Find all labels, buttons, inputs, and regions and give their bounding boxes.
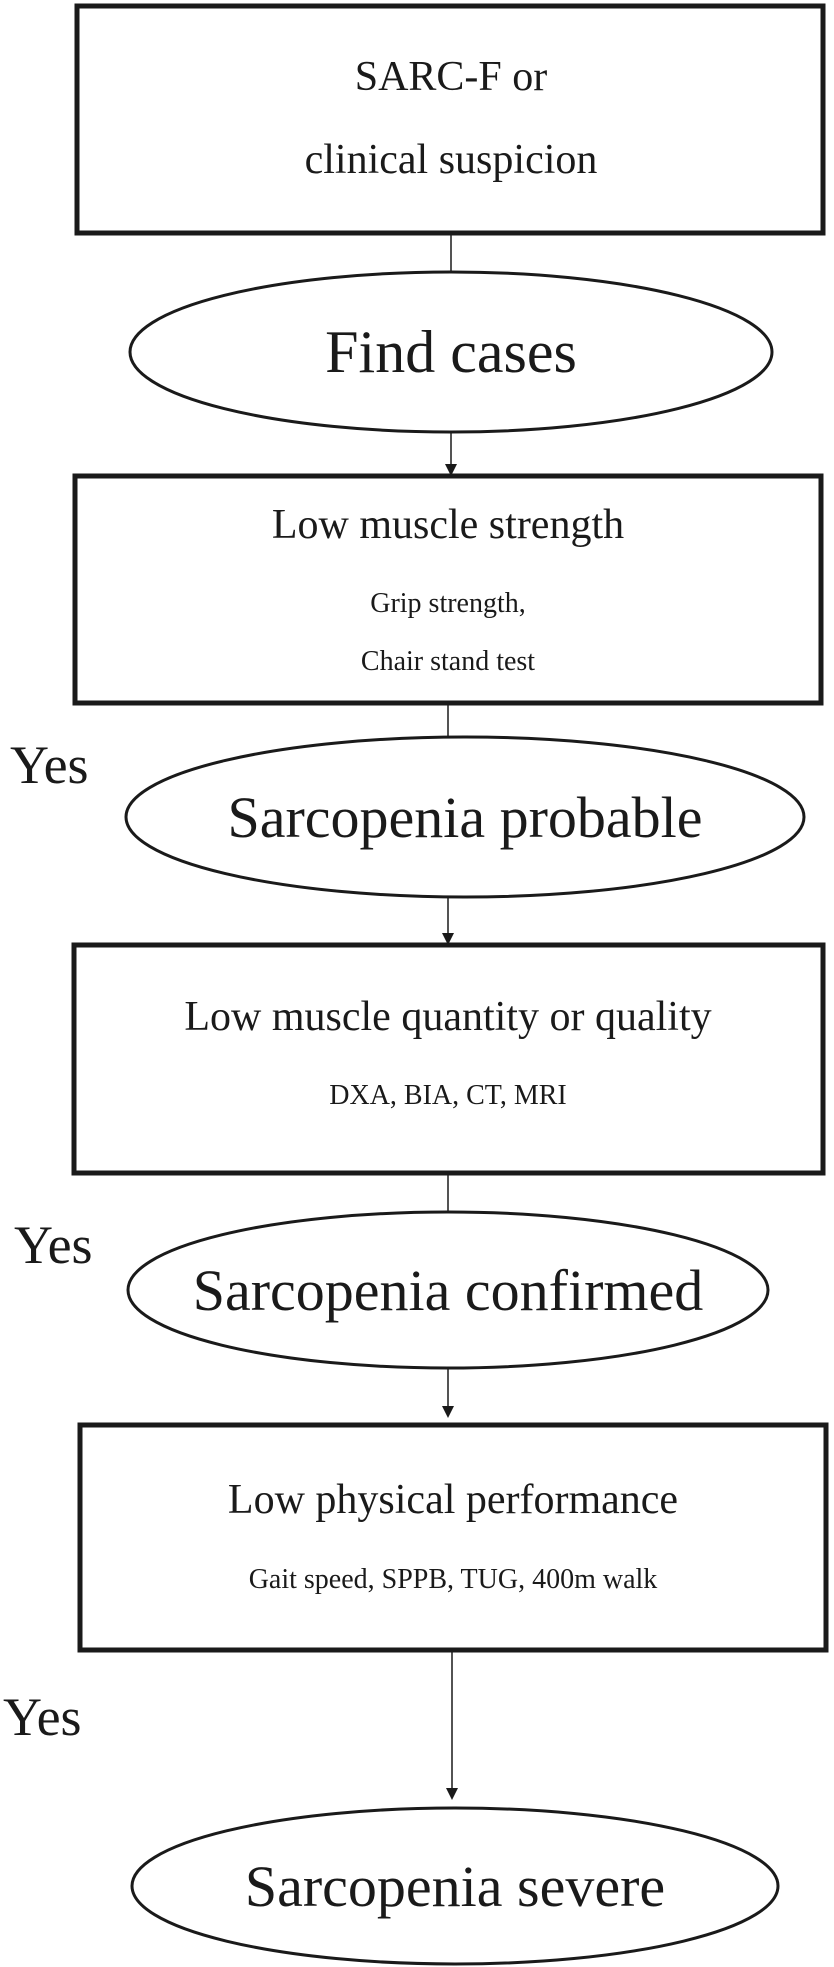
yes-label-probable: Yes [10, 735, 89, 795]
box-physical-performance: Low physical performance Gait speed, SPP… [77, 1422, 829, 1653]
box-start: SARC-F or clinical suspicion [74, 3, 826, 236]
yes-label-confirmed: Yes [14, 1215, 93, 1275]
box-muscle-quantity-detail: DXA, BIA, CT, MRI [329, 1080, 566, 1111]
box-physical-performance-detail: Gait speed, SPPB, TUG, 400m walk [249, 1564, 658, 1595]
oval-find-cases-label: Find cases [325, 319, 577, 385]
box-muscle-quantity-title: Low muscle quantity or quality [184, 994, 711, 1040]
box-muscle-strength: Low muscle strength Grip strength, Chair… [72, 473, 824, 706]
oval-sarcopenia-severe: Sarcopenia severe [130, 1806, 780, 1966]
box-muscle-strength-detail2: Chair stand test [361, 646, 535, 677]
oval-sarcopenia-severe-label: Sarcopenia severe [245, 1854, 665, 1919]
box-physical-performance-title: Low physical performance [228, 1477, 678, 1523]
box-muscle-strength-title: Low muscle strength [272, 502, 624, 548]
oval-sarcopenia-probable-label: Sarcopenia probable [227, 785, 702, 850]
box-start-line1: SARC-F or [355, 54, 548, 100]
box-muscle-quantity: Low muscle quantity or quality DXA, BIA,… [71, 942, 826, 1176]
oval-sarcopenia-confirmed: Sarcopenia confirmed [126, 1210, 770, 1370]
yes-label-severe: Yes [3, 1687, 82, 1747]
box-start-line2: clinical suspicion [305, 137, 598, 183]
box-muscle-strength-detail1: Grip strength, [370, 588, 526, 619]
oval-find-cases: Find cases [128, 270, 774, 434]
oval-sarcopenia-confirmed-label: Sarcopenia confirmed [193, 1258, 704, 1323]
oval-sarcopenia-probable: Sarcopenia probable [124, 735, 806, 899]
